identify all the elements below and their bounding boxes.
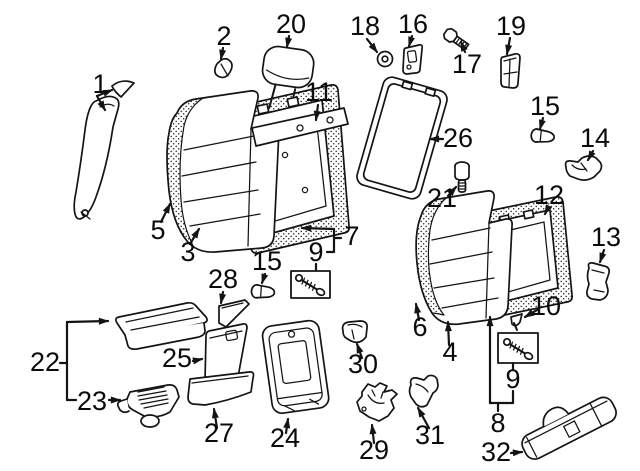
part-16-bracket-drawing: [402, 43, 424, 75]
part-9-screw-kit-mid-drawing: [290, 270, 331, 299]
part-23-cupholder-drawing: [116, 384, 180, 428]
part-2-clip-drawing: [214, 57, 233, 79]
callout-label-18: 18: [350, 11, 380, 41]
callout-label-17: 17: [452, 49, 482, 79]
callout-label-5: 5: [150, 215, 165, 245]
callout-label-3: 3: [180, 237, 195, 267]
callout-label-12: 12: [534, 180, 564, 210]
part-6-bolster-stipple: [415, 197, 447, 316]
part-armrest-crossbar-drawing: [251, 107, 349, 147]
callout-label-8: 8: [490, 408, 505, 438]
callout-labels: 1 2 20 11 18 16 17 19 26 15 14 21 12 13 …: [30, 9, 621, 467]
part-15-pin-upper-drawing: [529, 127, 556, 145]
callout-label-9-mid: 9: [308, 237, 323, 267]
callout-label-30: 30: [348, 349, 378, 379]
callout-label-25: 25: [162, 343, 192, 373]
callout-label-28: 28: [208, 264, 238, 294]
callout-label-7: 7: [344, 221, 359, 251]
part-24-armrest-frame-drawing: [261, 319, 330, 415]
part-27-trim-drawing: [187, 371, 255, 406]
part-29-bracket-drawing: [356, 382, 398, 422]
callout-label-6: 6: [412, 312, 427, 342]
part-1-pillar-trim-drawing: [73, 80, 135, 220]
part-32-trim-panel-drawing: [521, 396, 617, 460]
part-5-bolster-stipple: [166, 97, 204, 244]
callout-leader-lines: [58, 34, 607, 457]
callout-label-22: 22: [30, 347, 60, 377]
part-13-bracket-drawing: [586, 262, 610, 301]
callout-label-26: 26: [443, 123, 473, 153]
callout-label-11: 11: [305, 77, 333, 107]
part-4-seatback-cover-drawing: [415, 190, 513, 326]
callout-label-16: 16: [398, 9, 428, 39]
callout-label-15-upper: 15: [530, 91, 560, 121]
callout-label-27: 27: [204, 418, 234, 448]
callout-label-4: 4: [442, 337, 457, 367]
callout-label-31: 31: [415, 420, 445, 450]
callout-label-14: 14: [580, 123, 610, 153]
callout-label-2: 2: [216, 21, 231, 51]
part-28-trim-strip-drawing: [218, 299, 250, 328]
part-22-armrest-lid-drawing: [115, 301, 208, 351]
callout-label-9-right: 9: [505, 364, 520, 394]
part-19-cover-drawing: [500, 52, 521, 89]
callout-label-29: 29: [359, 435, 389, 465]
callout-label-32: 32: [481, 437, 511, 467]
callout-label-1: 1: [92, 69, 107, 99]
callout-label-13: 13: [591, 222, 621, 252]
part-30-bracket-drawing: [341, 320, 368, 344]
part-3-seatback-cover-drawing: [166, 90, 280, 253]
part-10-screw-drawing: [510, 313, 523, 331]
part-31-bracket-drawing: [408, 374, 439, 408]
part-14-latch-drawing: [564, 155, 603, 181]
part-18-washer-drawing: [376, 50, 394, 68]
callout-label-21: 21: [427, 183, 457, 213]
callout-label-10: 10: [531, 291, 561, 321]
callout-label-19: 19: [496, 11, 526, 41]
part-9-screw-kit-right-drawing: [497, 332, 539, 364]
callout-label-15-mid: 15: [252, 246, 282, 276]
part-21-bolt-drawing: [454, 161, 470, 193]
callout-label-24: 24: [270, 423, 300, 453]
part-15-pin-mid-drawing: [250, 283, 276, 300]
callout-label-20: 20: [276, 9, 306, 39]
callout-label-23: 23: [77, 386, 107, 416]
part-26-back-panel-drawing: [356, 76, 448, 200]
